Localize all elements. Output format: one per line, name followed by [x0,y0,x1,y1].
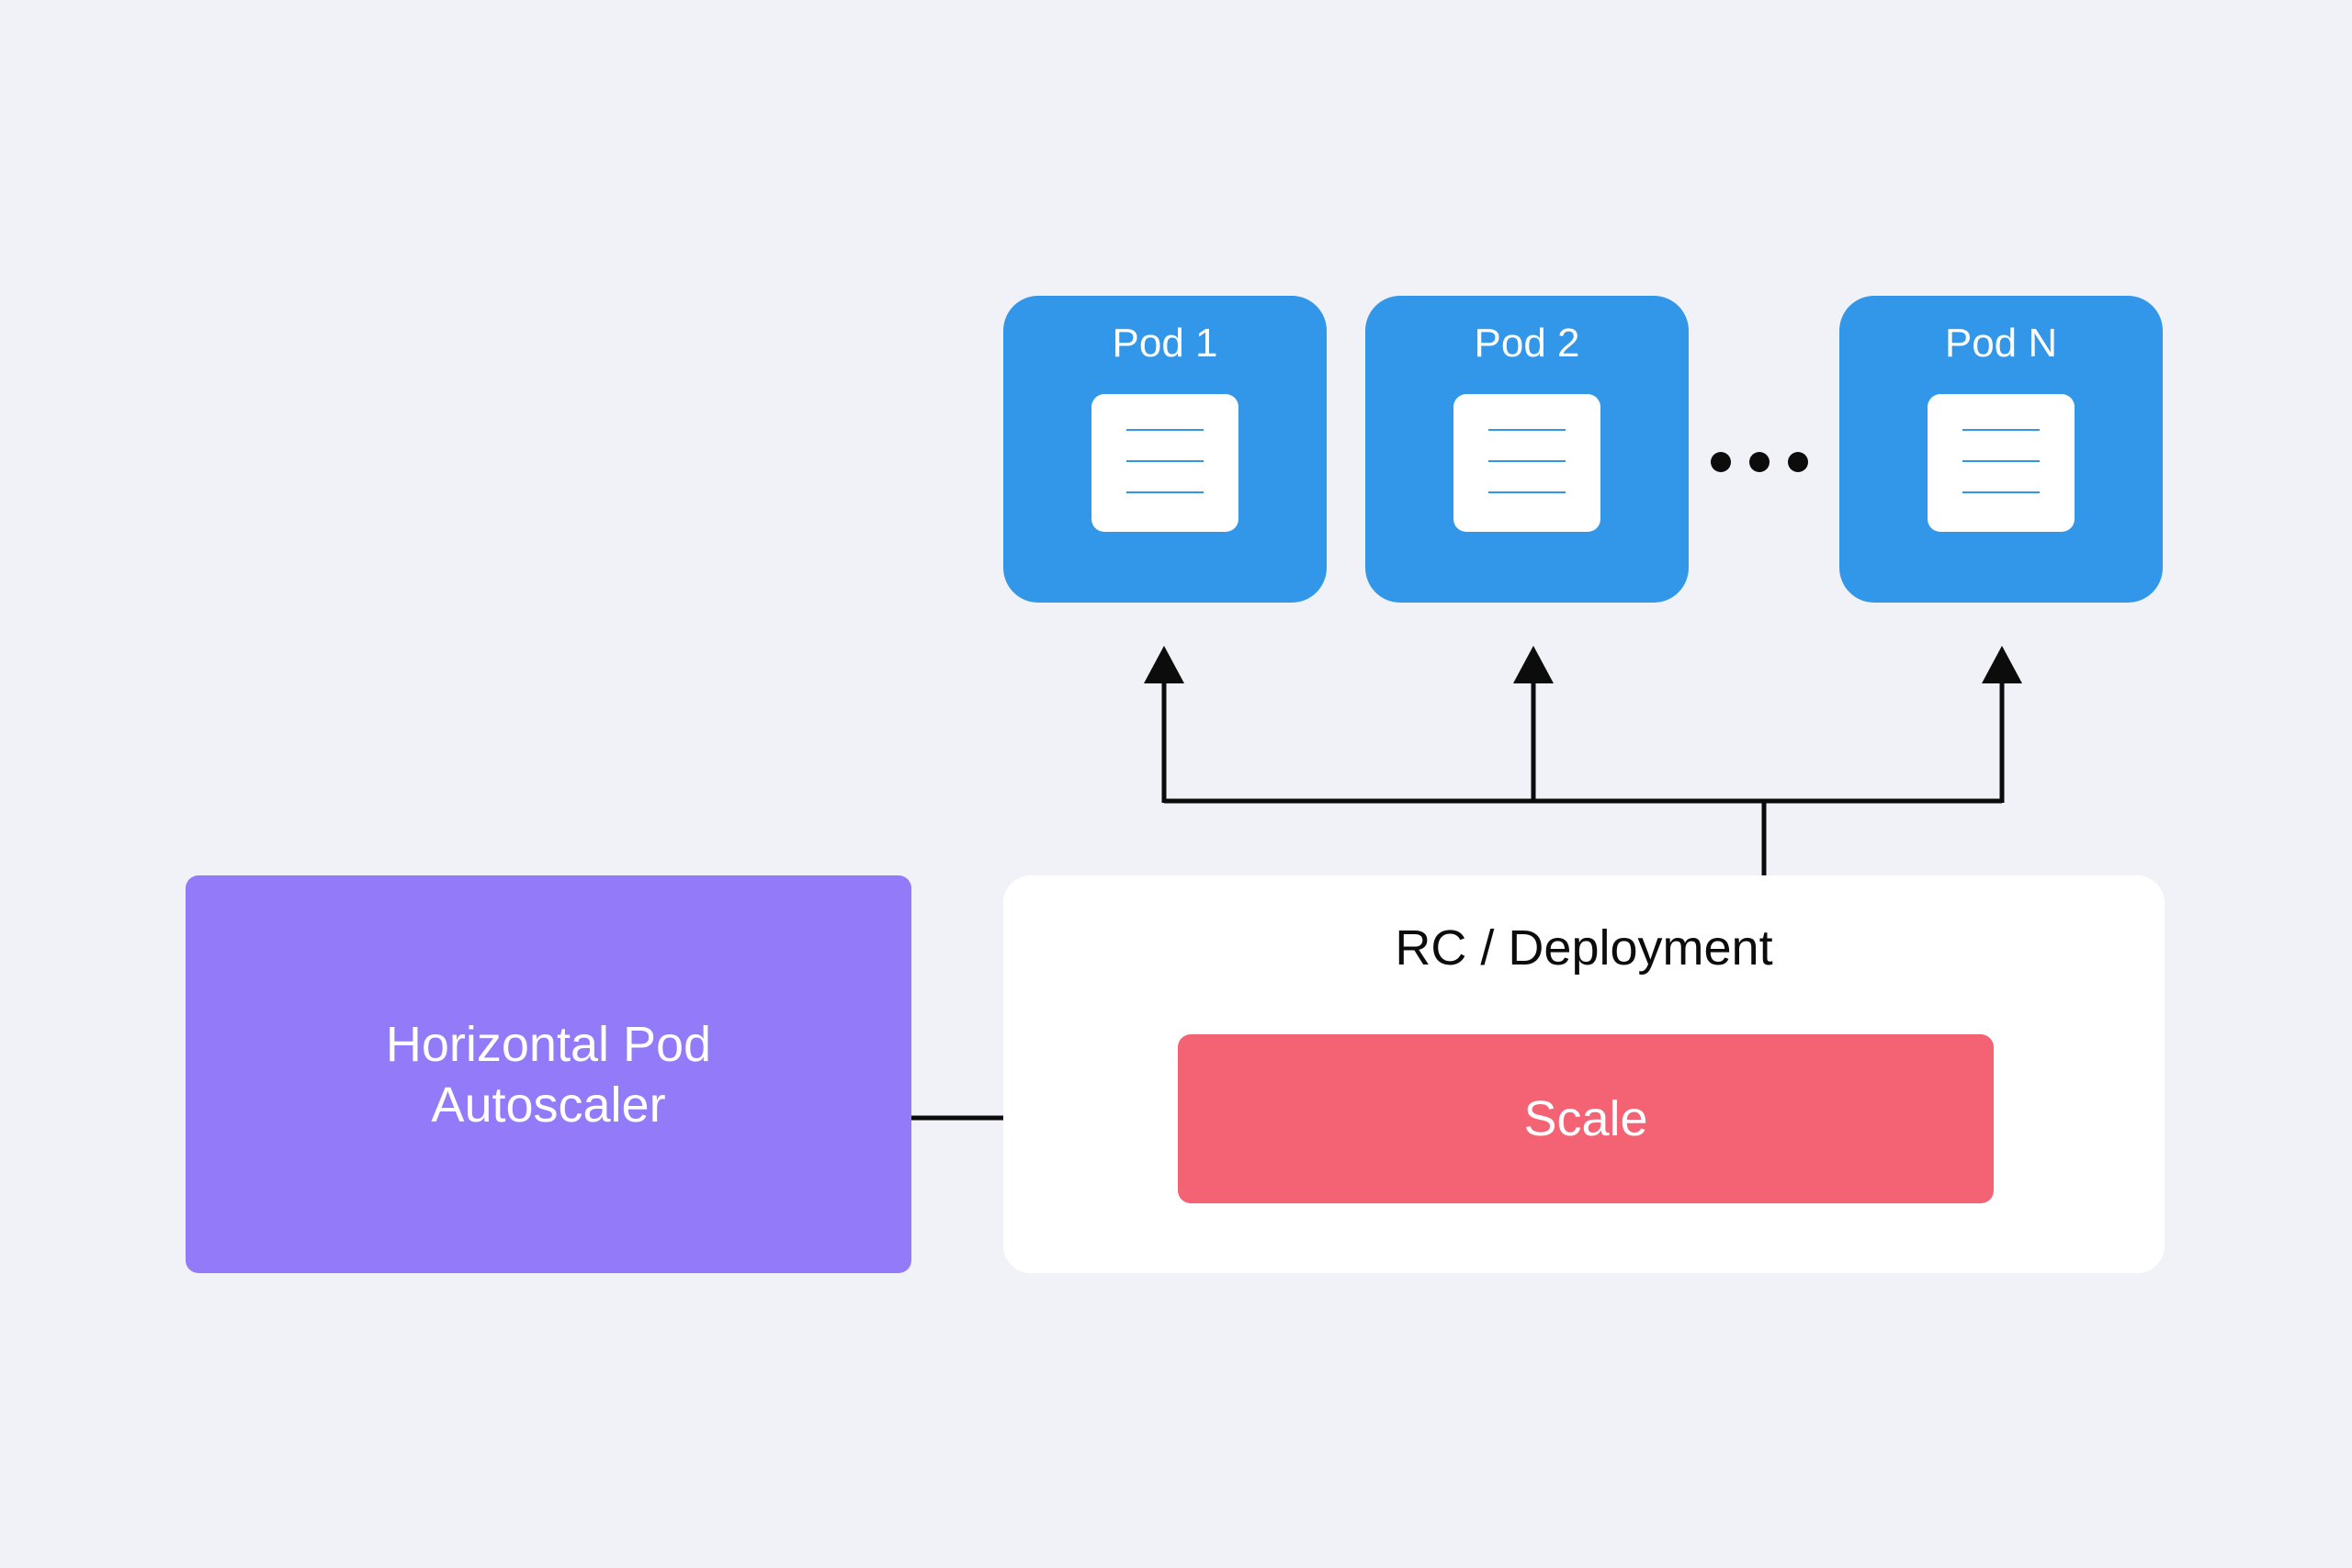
document-icon [1928,394,2075,532]
pod-2-label: Pod 2 [1474,321,1580,366]
arrowhead-pod2 [1513,646,1554,683]
ellipsis-icon [1711,452,1821,474]
pod-n-label: Pod N [1944,321,2058,366]
pod-1-card[interactable]: Pod 1 [1003,296,1327,603]
hpa-label: Horizontal Pod Autoscaler [385,1016,712,1133]
pod-n-card[interactable]: Pod N [1839,296,2163,603]
rc-deployment-panel[interactable]: RC / Deployment Scale [1003,875,2165,1273]
arrowhead-podn [1982,646,2022,683]
document-icon [1453,394,1600,532]
pod-1-label: Pod 1 [1112,321,1218,366]
arrowhead-pod1 [1144,646,1184,683]
document-icon [1091,394,1238,532]
scale-box[interactable]: Scale [1178,1034,1994,1203]
rc-deployment-title: RC / Deployment [1395,920,1773,976]
pod-2-card[interactable]: Pod 2 [1365,296,1689,603]
scale-label: Scale [1523,1091,1648,1146]
hpa-box[interactable]: Horizontal Pod Autoscaler [186,875,911,1273]
